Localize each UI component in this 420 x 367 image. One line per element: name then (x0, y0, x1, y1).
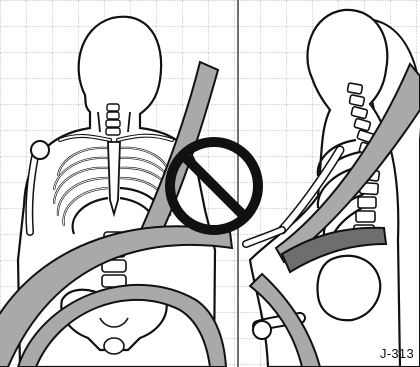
front-cervical-spine (106, 104, 120, 135)
reference-code-label: J-313 (380, 346, 414, 361)
side-pelvis (318, 256, 381, 320)
